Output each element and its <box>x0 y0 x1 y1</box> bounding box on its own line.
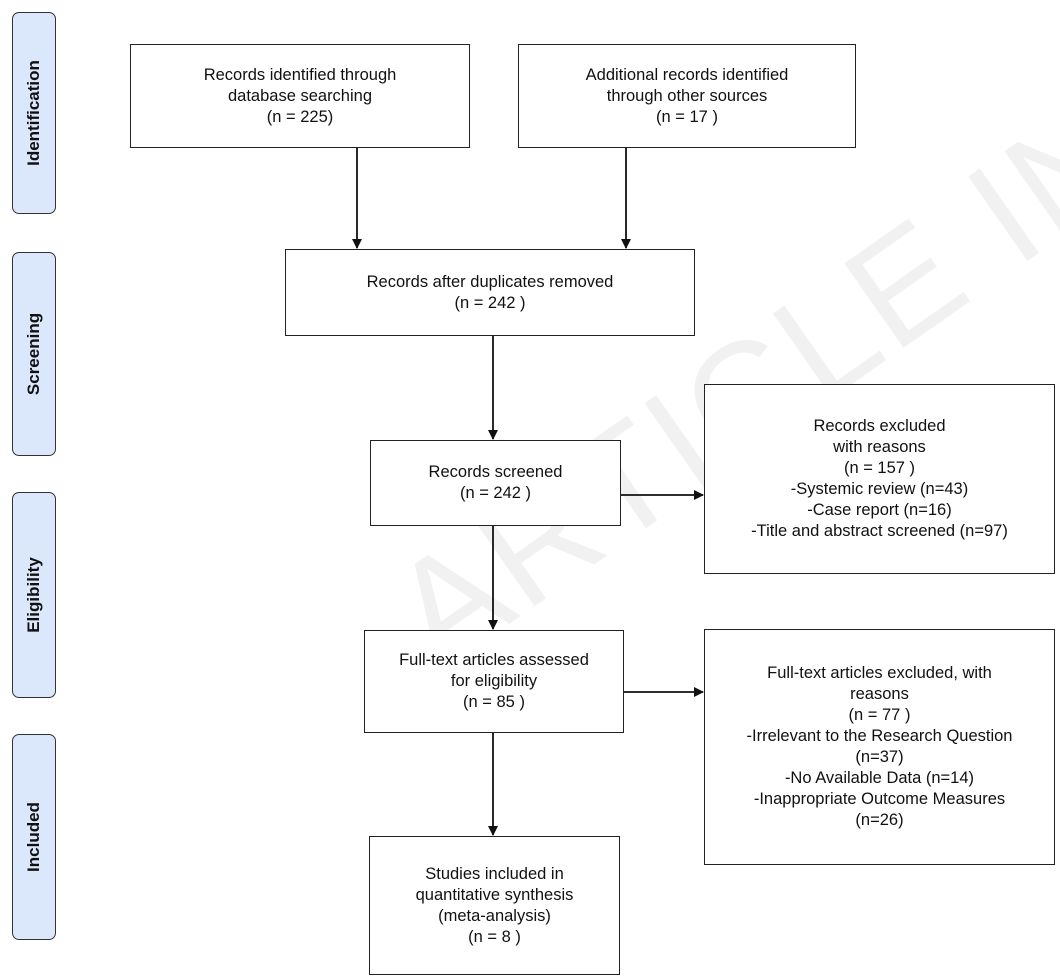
box-other-sources: Additional records identified through ot… <box>518 44 856 148</box>
box-line: for eligibility <box>450 672 538 690</box>
box-line: -Title and abstract screened (n=97) <box>751 522 1008 540</box>
box-line: database searching <box>227 86 373 105</box>
box-records-excluded: Records excluded with reasons (n = 157 )… <box>704 384 1055 574</box>
box-line: (n = 77 ) <box>848 706 911 724</box>
box-line: (meta-analysis) <box>438 906 551 925</box>
stage-included-label: Included <box>24 802 43 872</box>
box-line: -Inappropriate Outcome Measures <box>753 790 1006 808</box>
box-line: Records identified through <box>203 65 397 84</box>
box-line: -Systemic review (n=43) <box>790 480 969 498</box>
stage-screening: Screening <box>12 252 56 456</box>
box-line: (n = 17 ) <box>656 107 718 126</box>
stage-eligibility: Eligibility <box>12 492 56 698</box>
box-duplicates-removed: Records after duplicates removed (n = 24… <box>285 249 695 336</box>
box-records-screened: Records screened (n = 242 ) <box>370 440 621 526</box>
box-line: Full-text articles excluded, with <box>767 664 992 682</box>
box-line: Records screened <box>428 463 563 481</box>
stage-eligibility-label: Eligibility <box>24 557 43 633</box>
stage-included: Included <box>12 734 56 940</box>
box-line: (n = 225) <box>266 107 334 126</box>
box-line: quantitative synthesis <box>415 885 574 904</box>
box-line: (n = 157 ) <box>843 459 916 477</box>
box-fulltext-assessed: Full-text articles assessed for eligibil… <box>364 630 624 733</box>
box-database-search: Records identified through database sear… <box>130 44 470 148</box>
stage-screening-label: Screening <box>24 312 44 396</box>
box-studies-included: Studies included in quantitative synthes… <box>369 836 620 975</box>
box-line: -Case report (n=16) <box>807 501 952 519</box>
box-line: with reasons <box>833 438 926 456</box>
box-line: (n = 8 ) <box>468 927 521 946</box>
box-line: reasons <box>850 685 909 703</box>
box-line: (n=37) <box>855 748 904 766</box>
box-line: (n=26) <box>855 811 904 829</box>
box-line: through other sources <box>606 86 768 105</box>
box-fulltext-excluded: Full-text articles excluded, with reason… <box>704 629 1055 865</box>
box-line: (n = 85 ) <box>463 693 525 711</box>
stage-identification: Identification <box>12 12 56 214</box>
box-line: -Irrelevant to the Research Question <box>746 727 1013 745</box>
stage-identification-label: Identification <box>24 60 43 166</box>
box-line: Additional records identified <box>585 65 789 84</box>
box-line: -No Available Data (n=14) <box>784 769 975 787</box>
box-line: Records excluded <box>813 417 946 435</box>
box-line: (n = 242 ) <box>459 484 532 502</box>
box-line: Studies included in <box>425 864 564 883</box>
box-line: Records after duplicates removed <box>366 272 614 291</box>
box-line: (n = 242 ) <box>454 293 526 312</box>
box-line: Full-text articles assessed <box>399 651 589 669</box>
